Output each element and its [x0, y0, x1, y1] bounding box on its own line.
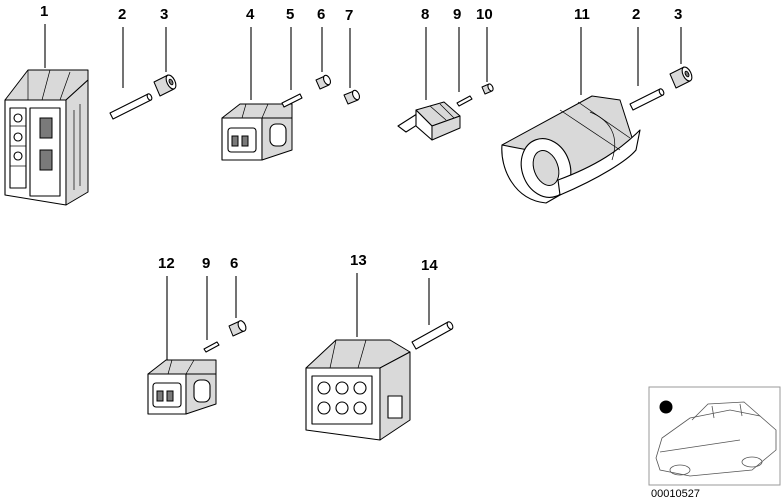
callout-6-top: 6: [317, 6, 325, 23]
part-5-pin: [281, 93, 303, 108]
part-6-sleeve-top: [315, 74, 332, 90]
callout-4: 4: [246, 6, 255, 23]
callout-3-top-left: 3: [160, 6, 168, 23]
part-10-sleeve: [481, 83, 494, 95]
reference-number: 00010527: [651, 488, 700, 500]
callout-6-bottom: 6: [230, 255, 238, 272]
part-13-multi-pin-housing: [305, 339, 411, 441]
part-14-long-pin: [411, 321, 454, 350]
part-4-small-connector: [221, 103, 293, 161]
part-2-pin-right: [629, 88, 665, 111]
leader-lines: [44, 24, 682, 360]
callout-1: 1: [40, 3, 48, 20]
location-dot-icon: [659, 400, 673, 414]
vehicle-thumbnail: [648, 386, 781, 486]
callout-9-bottom: 9: [202, 255, 210, 272]
part-6-sleeve-bottom: [228, 320, 247, 337]
part-9-pin-top: [456, 95, 473, 107]
part-7-sleeve: [343, 89, 361, 105]
callout-13: 13: [350, 252, 367, 269]
callout-5: 5: [286, 6, 294, 23]
callout-2-top-left: 2: [118, 6, 126, 23]
part-3-sleeve-right: [669, 66, 693, 89]
callout-10: 10: [476, 6, 493, 23]
part-12-small-connector: [147, 359, 217, 415]
callout-2-top-right: 2: [632, 6, 640, 23]
callout-9-top: 9: [453, 6, 461, 23]
part-2-pin-left: [109, 93, 153, 120]
callout-3-top-right: 3: [674, 6, 682, 23]
callout-12: 12: [158, 255, 175, 272]
callout-7: 7: [345, 7, 353, 24]
part-3-sleeve-left: [153, 74, 177, 97]
part-1-connector-housing: [4, 69, 89, 206]
part-11-large-housing: [501, 95, 641, 204]
part-9-pin-bottom: [203, 341, 220, 353]
callout-11: 11: [574, 6, 590, 23]
callout-8: 8: [421, 6, 429, 23]
part-8-slim-connector: [397, 101, 461, 141]
callout-14: 14: [421, 257, 438, 274]
